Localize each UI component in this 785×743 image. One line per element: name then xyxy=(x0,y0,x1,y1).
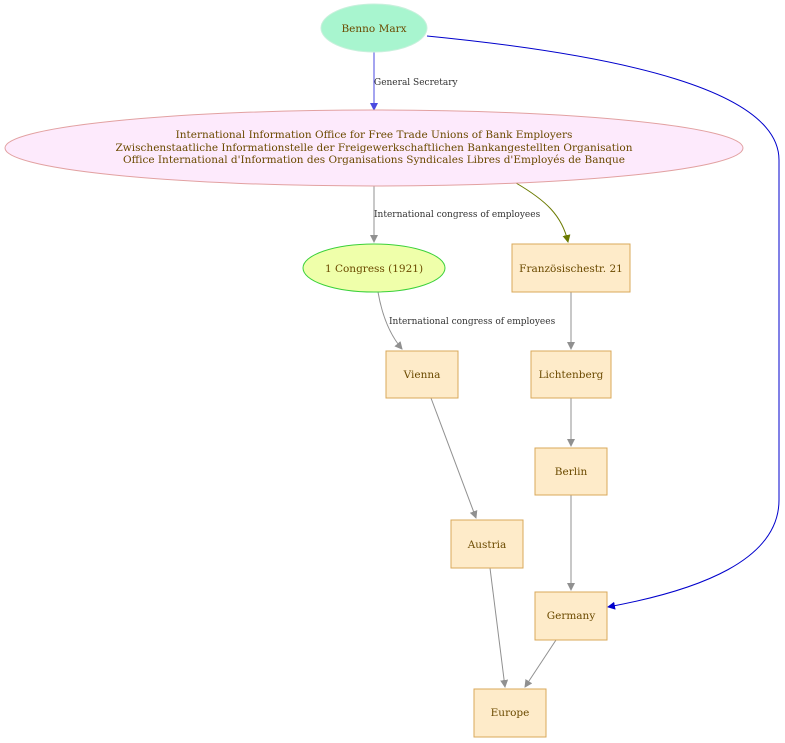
node-label-berlin: Berlin xyxy=(555,466,588,478)
edge-label-general-secretary: General Secretary xyxy=(374,78,458,88)
edge-marx-to-germany xyxy=(426,35,780,610)
node-label-austria: Austria xyxy=(467,539,507,551)
node-label-benno-marx: Benno Marx xyxy=(341,23,406,35)
node-label-org-line-2: Zwischenstaatliche Informationstelle der… xyxy=(116,142,633,154)
edge-vienna-to-austria xyxy=(430,397,478,519)
edge-congress-to-vienna xyxy=(377,291,403,350)
node-berlin[interactable]: Berlin xyxy=(534,447,608,496)
node-international-information-office[interactable]: International Information Office for Fre… xyxy=(4,109,744,187)
node-label-org-line-1: International Information Office for Fre… xyxy=(176,129,573,141)
node-austria[interactable]: Austria xyxy=(450,519,524,569)
node-label-vienna: Vienna xyxy=(403,369,441,381)
edge-label-congress-of-employees-1: International congress of employees xyxy=(374,210,541,220)
node-label-org-line-3: Office International d'Information des O… xyxy=(123,154,625,166)
node-franzoesischestr-21[interactable]: Französischestr. 21 xyxy=(511,243,631,293)
node-label-congress: 1 Congress (1921) xyxy=(325,263,423,275)
node-benno-marx[interactable]: Benno Marx xyxy=(320,3,428,53)
node-germany[interactable]: Germany xyxy=(534,591,608,641)
node-europe[interactable]: Europe xyxy=(473,688,547,738)
edge-org-to-franzoesisch xyxy=(515,182,571,243)
nodes: Benno Marx International Information Off… xyxy=(4,3,744,738)
node-label-europe: Europe xyxy=(491,707,530,719)
node-label-germany: Germany xyxy=(547,610,596,622)
edge-label-congress-of-employees-2: International congress of employees xyxy=(389,317,556,327)
edge-germany-to-europe xyxy=(524,639,557,688)
node-label-franzoesisch: Französischestr. 21 xyxy=(519,263,623,275)
edge-austria-to-europe xyxy=(489,567,509,688)
edges: General Secretary International congress… xyxy=(370,35,780,688)
node-1-congress-1921[interactable]: 1 Congress (1921) xyxy=(302,243,446,293)
node-label-lichtenberg: Lichtenberg xyxy=(539,369,604,381)
node-lichtenberg[interactable]: Lichtenberg xyxy=(530,350,612,399)
node-vienna[interactable]: Vienna xyxy=(385,350,459,399)
